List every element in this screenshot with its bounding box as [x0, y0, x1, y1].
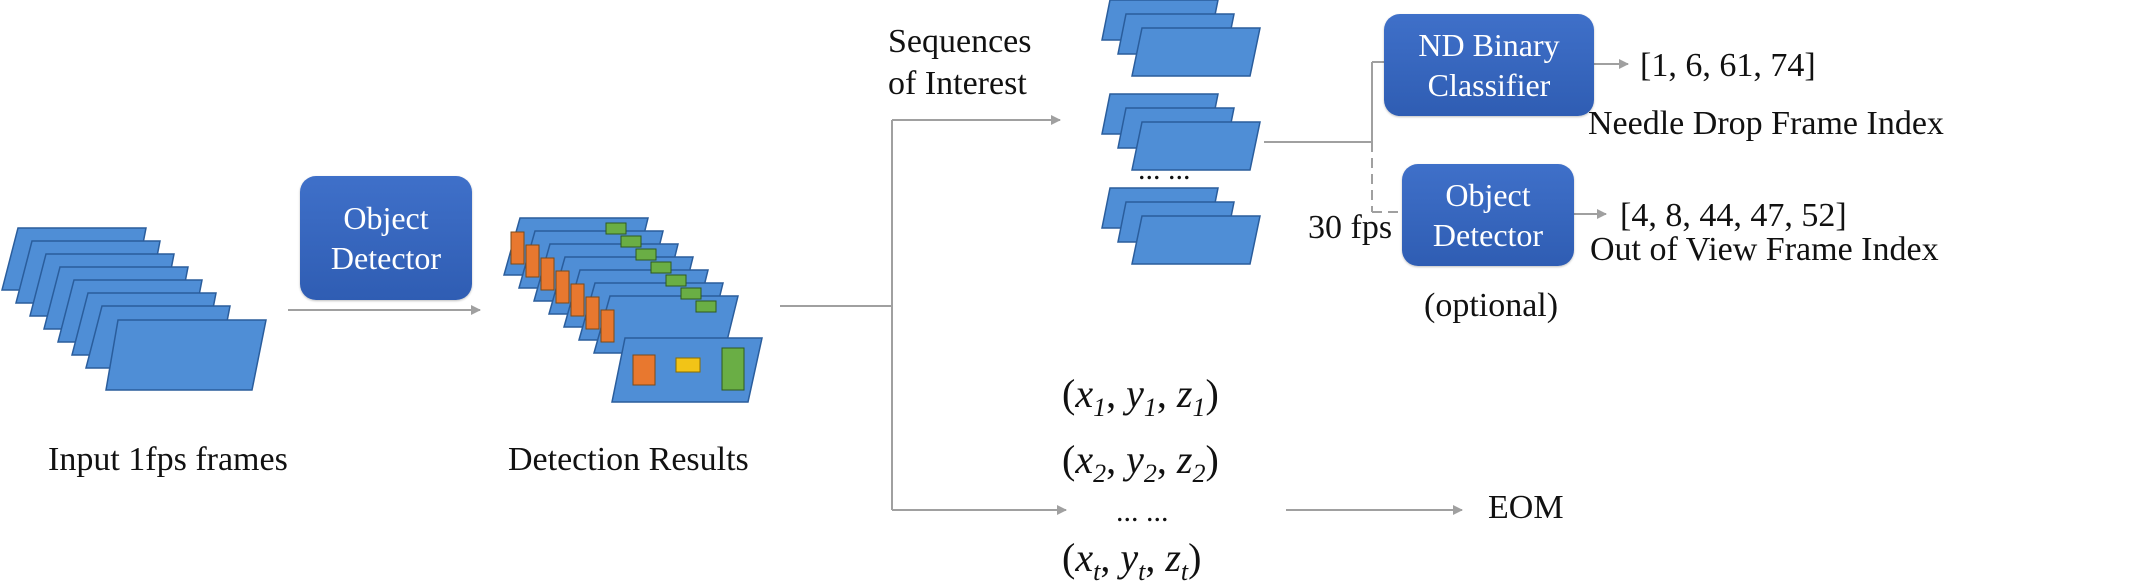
coord-ellipsis: ... ...	[1116, 495, 1169, 528]
optional-detector-line1: Object	[1445, 177, 1531, 213]
object-detector-line1: Object	[343, 200, 429, 236]
optional-label: (optional)	[1424, 287, 1559, 324]
object-detector-line2: Detector	[330, 240, 442, 276]
od-output-values: [4, 8, 44, 47, 52]	[1620, 197, 1847, 234]
soi-frames-stacks	[1101, 0, 1261, 265]
connectors	[288, 59, 1629, 515]
input-frames-stack	[1, 227, 267, 391]
input-frames-label: Input 1fps frames	[48, 441, 288, 478]
soi-ellipsis: ... ...	[1138, 153, 1191, 186]
detection-results-label: Detection Results	[508, 441, 749, 478]
od-output-label: Out of View Frame Index	[1590, 231, 1939, 268]
nd-output-label: Needle Drop Frame Index	[1588, 105, 1944, 142]
optional-object-detector-block: Object Detector	[1402, 164, 1574, 266]
coord-row-2: (x2, y2, z2)	[1062, 437, 1219, 488]
optional-detector-line2: Detector	[1432, 217, 1544, 253]
nd-output-values: [1, 6, 61, 74]	[1640, 47, 1816, 84]
soi-label-line1: Sequences	[888, 23, 1032, 60]
nd-classifier-line1: ND Binary	[1418, 27, 1560, 63]
soi-label-line2: of Interest	[888, 65, 1027, 102]
detection-frames-stack	[503, 217, 763, 403]
eom-label: EOM	[1488, 489, 1564, 526]
nd-classifier-block: ND Binary Classifier	[1384, 14, 1594, 116]
fps-label: 30 fps	[1308, 209, 1393, 246]
nd-classifier-line2: Classifier	[1427, 67, 1551, 103]
coord-row-t: (xt, yt, zt)	[1062, 535, 1202, 586]
coord-row-1: (x1, y1, z1)	[1062, 371, 1219, 422]
object-detector-block: Object Detector	[300, 176, 472, 300]
